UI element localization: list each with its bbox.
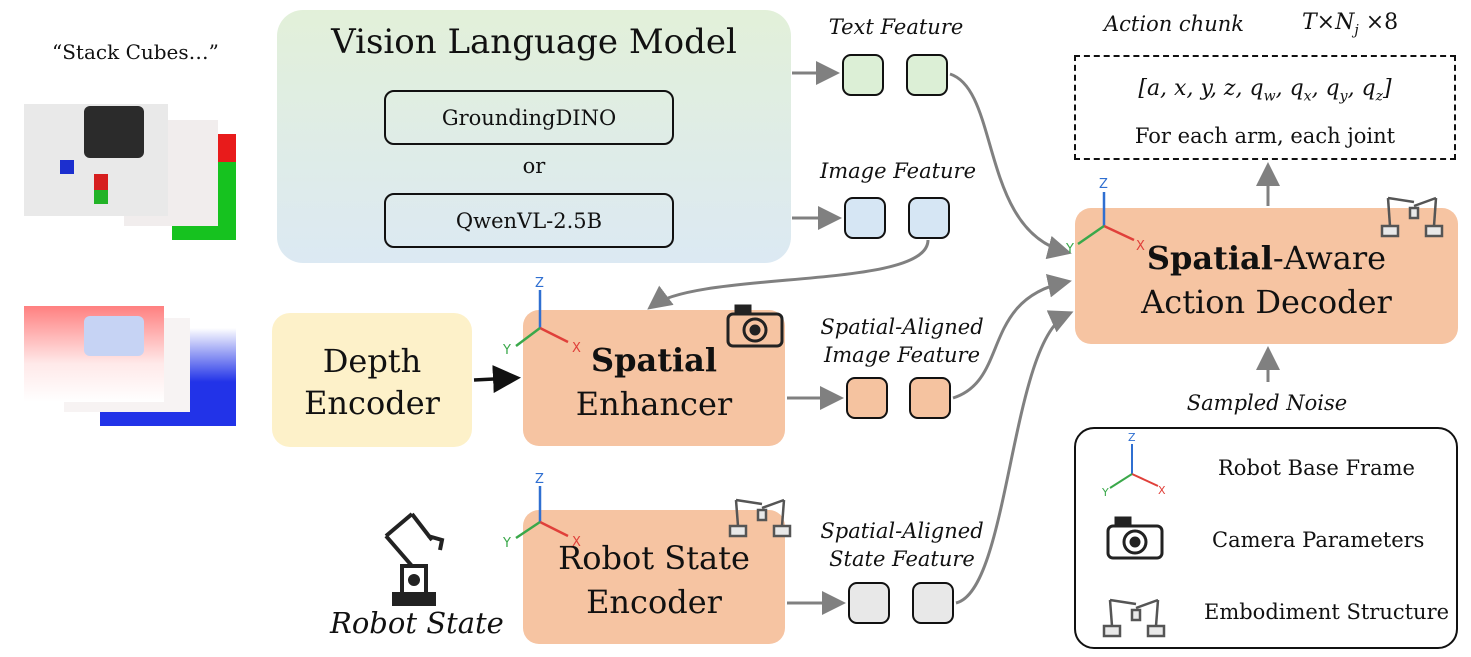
action-chunk-box — [1074, 55, 1456, 160]
robot-arm-icon — [384, 512, 445, 606]
legend-camera-parameters: Camera Parameters — [1212, 528, 1425, 552]
embodiment-icon-decoder — [1380, 196, 1444, 238]
image-token-1 — [844, 197, 886, 239]
axis-y-label: Y — [503, 536, 511, 551]
axis-x-label: X — [1136, 239, 1145, 254]
camera-icon-enhancer — [726, 304, 784, 348]
text-feature-label: Text Feature — [828, 15, 964, 39]
spatial-state-feature-label-1: Spatial-Aligned — [820, 519, 984, 543]
camera-icon-legend — [1106, 516, 1164, 560]
axis-y-label: Y — [1102, 486, 1109, 499]
arrow-state-feature-to-decoder — [955, 310, 1074, 605]
text-token-2 — [906, 54, 948, 96]
vlm-option-qwenvl: QwenVL-2.5B — [384, 193, 674, 248]
spatial-image-token-2 — [909, 377, 951, 419]
embodiment-icon-robot-encoder — [728, 498, 792, 538]
axis-z-label: Z — [1099, 177, 1108, 192]
action-chunk-title: Action chunk — [1104, 12, 1244, 36]
spatial-state-feature-label-2: State Feature — [829, 547, 975, 571]
robot-state-encoder-label: Robot State Encoder — [558, 539, 750, 621]
depth-encoder-label: Depth Encoder — [304, 342, 440, 422]
action-decoder-label: Spatial-Aware Action Decoder — [1141, 239, 1392, 321]
legend-box — [1074, 427, 1458, 649]
image-feature-label: Image Feature — [819, 159, 977, 183]
image-token-2 — [908, 197, 950, 239]
robot-state-label: Robot State — [330, 606, 504, 640]
axis-z-label: Z — [535, 472, 544, 487]
vlm-title: Vision Language Model — [331, 22, 737, 62]
axis-frame-icon-decoder — [1077, 192, 1135, 246]
spatial-image-feature-label-2: Image Feature — [823, 343, 981, 367]
axis-frame-icon-legend — [1109, 444, 1159, 489]
axis-frame-icon-robot-encoder — [515, 486, 569, 540]
arrow-depth-to-enhancer — [473, 365, 521, 394]
action-chunk-caption: For each arm, each joint — [1134, 124, 1396, 148]
rgb-image-stack — [24, 104, 238, 240]
depth-image-stack — [24, 306, 238, 428]
prompt-text: “Stack Cubes…” — [52, 40, 219, 64]
arrow-text-feature-to-decoder — [949, 72, 1072, 260]
axis-frame-icon-enhancer — [515, 290, 569, 347]
axis-y-label: Y — [1066, 242, 1074, 257]
state-token-1 — [848, 582, 890, 624]
action-chunk-dims: T×Nj ×8 — [1302, 10, 1399, 39]
arrow-image-feature-to-enhancer — [647, 239, 930, 310]
sampled-noise-label: Sampled Noise — [1186, 391, 1348, 415]
axis-z-label: Z — [535, 276, 544, 291]
axis-z-label: Z — [1128, 431, 1136, 444]
depth-encoder-box — [272, 313, 472, 447]
axis-x-label: X — [572, 535, 581, 550]
axis-y-label: Y — [503, 343, 511, 358]
legend-embodiment-structure: Embodiment Structure — [1204, 600, 1450, 624]
spatial-image-token-1 — [846, 377, 888, 419]
embodiment-icon-legend — [1102, 598, 1166, 638]
axis-x-label: X — [572, 341, 581, 356]
vlm-box — [277, 10, 791, 263]
text-token-1 — [842, 54, 884, 96]
arrow-spatial-feature-to-decoder — [952, 273, 1072, 400]
spatial-enhancer-label: Spatial Enhancer — [575, 341, 733, 423]
legend-robot-base-frame: Robot Base Frame — [1218, 456, 1415, 480]
vlm-option-groundingdino: GroundingDINO — [384, 90, 674, 145]
axis-x-label: X — [1158, 484, 1166, 497]
action-vector: [a, x, y, z, qw, qx, qy, qz] — [1138, 76, 1392, 105]
vlm-or: or — [522, 154, 546, 178]
spatial-image-feature-label-1: Spatial-Aligned — [820, 315, 984, 339]
state-token-2 — [912, 582, 954, 624]
